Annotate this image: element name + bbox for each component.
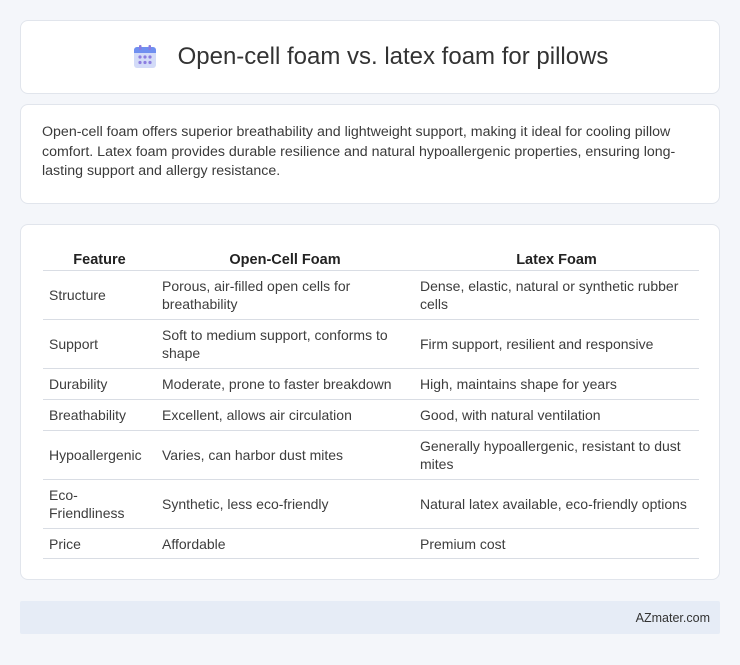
row-open-cell: Affordable — [156, 528, 414, 559]
row-feature: Eco-Friendliness — [43, 479, 156, 528]
footer-site-link[interactable]: AZmater.com — [635, 610, 710, 625]
row-feature: Durability — [43, 368, 156, 399]
row-open-cell: Soft to medium support, conforms to shap… — [156, 319, 414, 368]
row-latex: High, maintains shape for years — [414, 368, 699, 399]
row-feature: Hypoallergenic — [43, 430, 156, 479]
footer: AZmater.com — [20, 601, 720, 634]
table-row: Price Affordable Premium cost — [43, 528, 699, 559]
comparison-table: Feature Open-Cell Foam Latex Foam Struct… — [43, 246, 699, 559]
row-latex: Premium cost — [414, 528, 699, 559]
row-feature: Breathability — [43, 399, 156, 430]
row-open-cell: Moderate, prone to faster breakdown — [156, 368, 414, 399]
title-wrap: Open-cell foam vs. latex foam for pillow… — [132, 43, 609, 71]
page-title: Open-cell foam vs. latex foam for pillow… — [177, 43, 609, 70]
row-latex: Dense, elastic, natural or synthetic rub… — [414, 270, 699, 319]
header-feature: Feature — [73, 252, 126, 268]
table-row: Structure Porous, air-filled open cells … — [43, 270, 699, 319]
row-feature: Support — [43, 319, 156, 368]
row-latex: Generally hypoallergenic, resistant to d… — [414, 430, 699, 479]
title-card: Open-cell foam vs. latex foam for pillow… — [20, 20, 720, 94]
table-row: Eco-Friendliness Synthetic, less eco-fri… — [43, 479, 699, 528]
row-feature: Structure — [43, 270, 156, 319]
calendar-icon — [133, 45, 156, 68]
row-feature: Price — [43, 528, 156, 559]
header-latex: Latex Foam — [516, 252, 597, 268]
table-row: Support Soft to medium support, conforms… — [43, 319, 699, 368]
comparison-card: Feature Open-Cell Foam Latex Foam Struct… — [20, 224, 720, 580]
row-latex: Good, with natural ventilation — [414, 399, 699, 430]
table-row: Hypoallergenic Varies, can harbor dust m… — [43, 430, 699, 479]
row-open-cell: Excellent, allows air circulation — [156, 399, 414, 430]
table-row: Breathability Excellent, allows air circ… — [43, 399, 699, 430]
row-latex: Firm support, resilient and responsive — [414, 319, 699, 368]
row-open-cell: Varies, can harbor dust mites — [156, 430, 414, 479]
row-open-cell: Synthetic, less eco-friendly — [156, 479, 414, 528]
summary-card: Open-cell foam offers superior breathabi… — [20, 104, 720, 204]
row-open-cell: Porous, air-filled open cells for breath… — [156, 270, 414, 319]
table-row: Durability Moderate, prone to faster bre… — [43, 368, 699, 399]
table-header-row: Feature Open-Cell Foam Latex Foam — [43, 246, 699, 270]
summary-text: Open-cell foam offers superior breathabi… — [42, 124, 676, 179]
header-open-cell: Open-Cell Foam — [229, 252, 341, 268]
row-latex: Natural latex available, eco-friendly op… — [414, 479, 699, 528]
